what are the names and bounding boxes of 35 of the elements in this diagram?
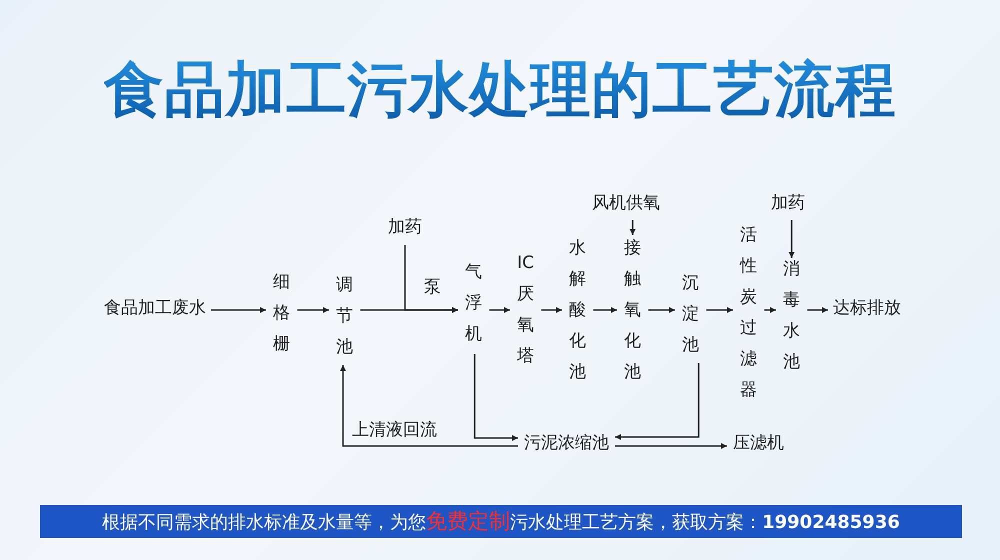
process-step: 细格栅 [271, 267, 292, 360]
process-step: 活性炭过滤器 [738, 220, 760, 406]
arrow [489, 307, 510, 313]
arrow [297, 307, 329, 313]
edge-label: 上清液回流 [352, 419, 437, 441]
arrow [615, 363, 700, 440]
process-step: 调节池 [334, 270, 356, 363]
arrow [404, 245, 458, 313]
flow-text: 风机供氧 [592, 188, 660, 219]
process-step: 接触氧化池 [622, 233, 644, 388]
arrow [630, 220, 636, 235]
arrow [807, 307, 828, 313]
process-step: 消毒水池 [781, 254, 802, 378]
edge-label: 泵 [424, 276, 441, 298]
flow-text: 食品加工废水 [104, 293, 206, 324]
arrow [474, 354, 518, 441]
arrow [788, 220, 795, 258]
arrow [615, 443, 727, 449]
arrow [541, 307, 562, 313]
flow-text: 压滤机 [733, 428, 784, 459]
arrow [706, 307, 733, 313]
arrow [764, 307, 776, 313]
flow-text: 加药 [388, 212, 422, 243]
flow-text: 达标排放 [833, 293, 901, 324]
flow-text: 加药 [771, 188, 805, 219]
arrow [593, 307, 617, 313]
arrow [211, 307, 266, 313]
process-step: 水解酸化池 [567, 233, 588, 388]
process-step: 沉淀池 [680, 268, 702, 361]
arrow [340, 365, 518, 447]
flow-text: 污泥浓缩池 [524, 428, 609, 459]
process-step: IC厌氧塔 [515, 248, 536, 372]
arrow [648, 307, 675, 313]
footer-banner: 根据不同需求的排水标准及水量等，为您免费定制污水处理工艺方案，获取方案：19902485936 [40, 505, 962, 538]
process-step: 气浮机 [463, 257, 484, 350]
